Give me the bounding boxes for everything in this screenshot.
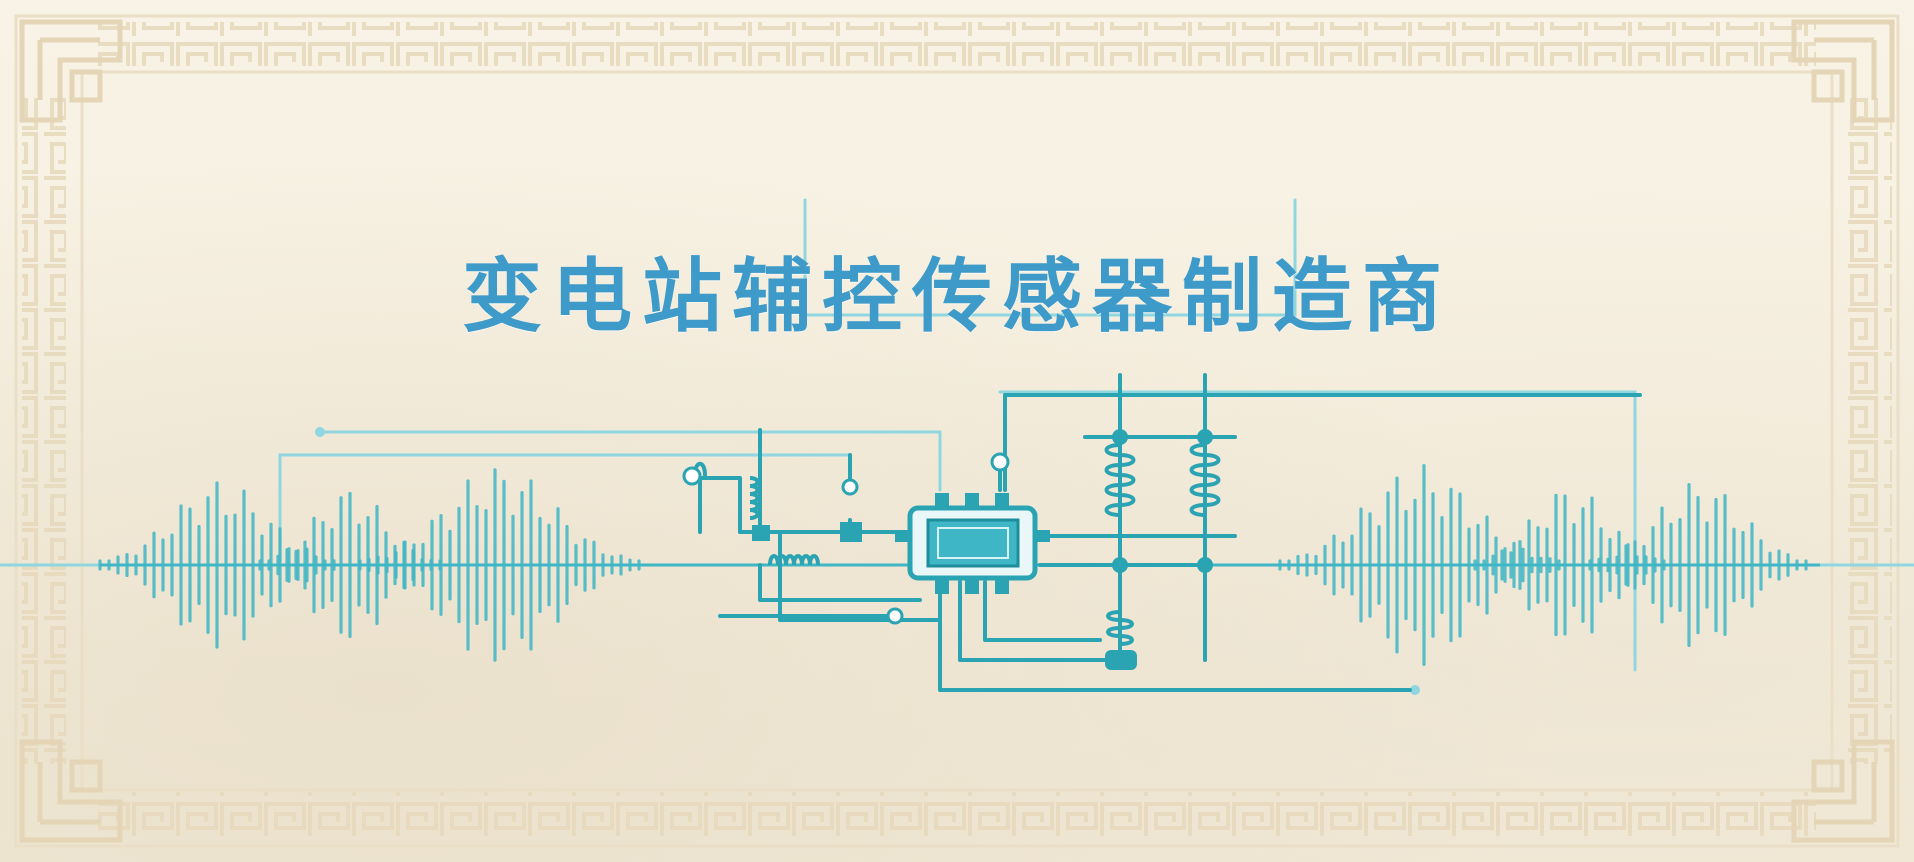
sound-wave-icon xyxy=(98,464,1808,666)
banner-title: 变电站辅控传感器制造商 xyxy=(462,248,1452,343)
